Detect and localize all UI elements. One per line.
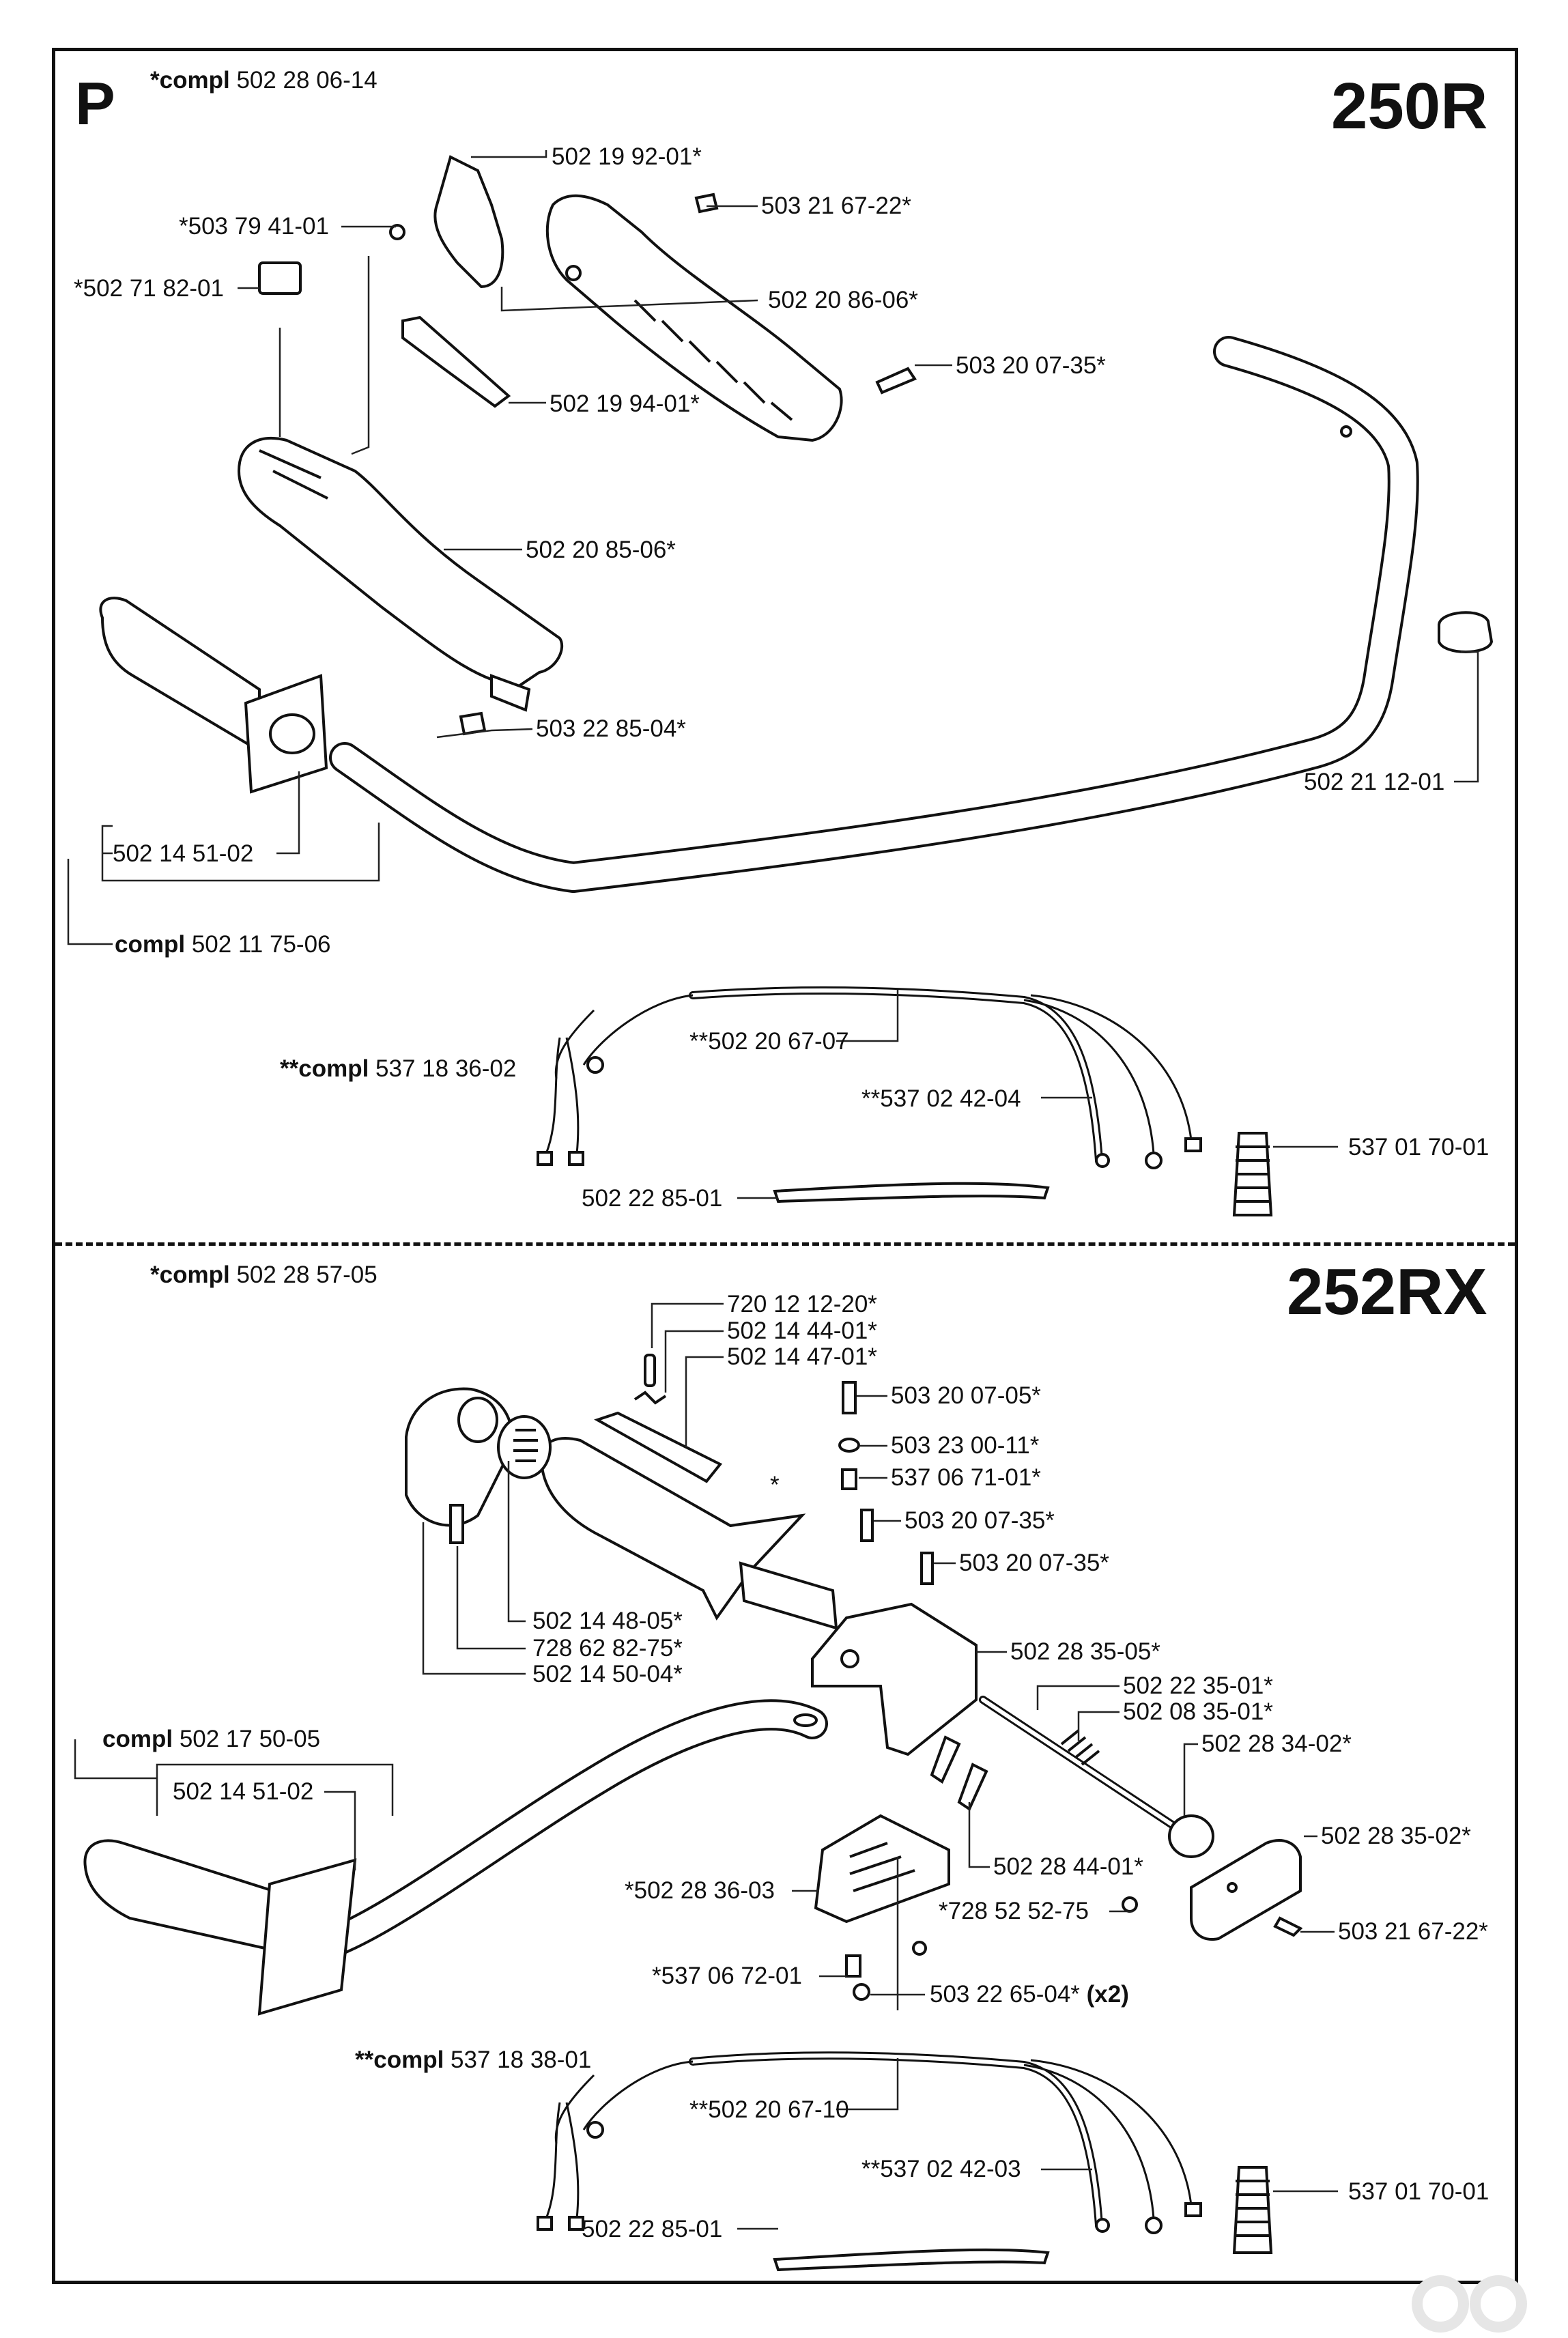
part-label: 502 14 47-01* [727,1343,877,1370]
throttle-cover-250r [545,194,843,442]
boot-and-tube-250r [773,1132,1273,1216]
lever-250r [401,315,511,408]
part-label: 502 14 51-02 [113,840,254,867]
part-label: 502 22 35-01* [1123,1672,1273,1699]
bolt-stack-252rx [449,1381,934,1585]
cover-252rx [1190,1839,1302,1941]
left-grip-252rx [83,1839,357,2016]
part-label: 502 19 94-01* [550,390,700,417]
part-label: 503 21 67-22* [761,193,911,219]
star-mark: * [770,1472,780,1498]
watermark-logo-icon [1412,2275,1527,2333]
compl-cable-252rx: **compl 537 18 38-01 [355,2048,591,2072]
part-label: 502 28 35-05* [1010,1638,1160,1665]
part-label: *728 52 52-75 [939,1898,1089,1924]
model-title-250r: 250R [1331,70,1488,143]
part-label: 502 22 85-01 [582,1185,723,1212]
compl-number: 502 28 06-14 [236,67,377,94]
compl-prefix: compl [102,1726,173,1752]
part-label: 502 28 35-02* [1321,1823,1471,1849]
cable-assembly-250r [537,986,1202,1169]
part-label: 503 20 07-05* [891,1382,1041,1409]
compl-cable-250r: **compl 537 18 36-02 [280,1057,516,1081]
compl-number: 502 11 75-06 [191,931,331,958]
part-label: 502 28 34-02* [1201,1730,1352,1757]
part-label: **502 20 67-07 [689,1028,849,1055]
part-label: **502 20 67-10 [689,2096,849,2123]
part-label: 503 20 07-35* [959,1550,1109,1576]
compl-kit-252rx: *compl 502 28 57-05 [150,1263,377,1287]
part-label: 502 21 12-01 [1304,769,1445,795]
cable-assembly-252rx [537,2051,1202,2234]
part-label: 502 19 92-01* [552,143,702,170]
compl-handlebar-250r: compl 502 11 75-06 [115,932,331,956]
diagram-frame [52,48,1518,2284]
leader-lines-252rx [74,1302,1338,2230]
part-label: 537 01 70-01 [1348,2178,1489,2205]
part-label: **537 02 42-04 [861,1085,1021,1112]
pins-252rx [930,1735,988,1811]
part-label: 502 14 48-05* [532,1608,683,1634]
leader-lines-250r [67,150,1479,1199]
compl-number: 502 17 50-05 [179,1726,321,1752]
compl-number: 537 18 38-01 [451,2047,592,2073]
part-label: *502 28 36-03 [625,1877,775,1904]
part-label: 502 20 86-06* [768,287,918,313]
part-label: 720 12 12-20* [727,1291,877,1317]
loop-handlebar-250r [329,336,1419,893]
compl-prefix: *compl [150,67,230,94]
compl-number: 537 18 36-02 [375,1055,517,1082]
clamp-bracket-252rx [811,1602,978,1756]
part-label: 728 62 82-75* [532,1635,683,1662]
compl-handlebar-252rx: compl 502 17 50-05 [102,1727,320,1751]
small-fasteners-252rx [845,1896,1303,2001]
part-label: 502 22 85-01 [582,2216,723,2242]
compl-prefix: **compl [280,1055,369,1082]
part-label: 502 14 50-04* [532,1661,683,1687]
part-label: *502 71 82-01 [74,275,224,302]
part-label: 537 06 71-01* [891,1464,1041,1491]
part-label: 502 14 44-01* [727,1317,877,1344]
compl-kit-250r: *compl 502 28 06-14 [150,68,377,92]
end-cap-252rx [405,1387,552,1527]
handlebar-tube-252rx [295,1699,828,1965]
compl-prefix: **compl [355,2047,444,2073]
shaft-spring-252rx [979,1696,1214,1858]
compl-number: 502 28 57-05 [236,1261,377,1288]
trigger-252rx [594,1411,723,1483]
part-label: 502 20 85-06* [526,537,676,563]
part-label: 502 14 51-02 [173,1778,314,1805]
part-label: 503 20 07-35* [956,352,1106,379]
part-label: 503 21 67-22* [1338,1918,1488,1945]
part-label: **537 02 42-03 [861,2156,1021,2182]
part-label: *503 79 41-01 [179,213,329,240]
part-label: 503 22 85-04* [536,715,686,742]
model-title-252rx: 252RX [1287,1255,1487,1328]
lower-bracket-252rx [814,1814,950,1924]
part-label: 503 23 00-11* [891,1432,1040,1459]
compl-prefix: *compl [150,1261,230,1288]
part-label: 503 22 65-04* [930,1981,1080,2008]
part-label: 503 20 07-35* [904,1507,1055,1534]
throttle-handle-250r [237,437,564,712]
section-divider [55,1242,1515,1246]
part-label: 502 28 44-01* [993,1853,1143,1880]
small-parts-250r [258,193,1494,736]
part-label: *537 06 72-01 [652,1963,802,1989]
left-grip-250r [99,597,328,794]
section-letter: P [75,70,115,137]
boot-and-tube-252rx [773,2166,1273,2272]
pin-spring-252rx [633,1354,667,1405]
part-label: 537 01 70-01 [1348,1134,1489,1160]
throttle-trigger-250r [433,155,504,289]
part-qty-row: 503 22 65-04* (x2) [930,1982,1129,2006]
quantity-note: (x2) [1086,1981,1129,2008]
part-label: 502 08 35-01* [1123,1698,1273,1725]
compl-prefix: compl [115,931,186,958]
